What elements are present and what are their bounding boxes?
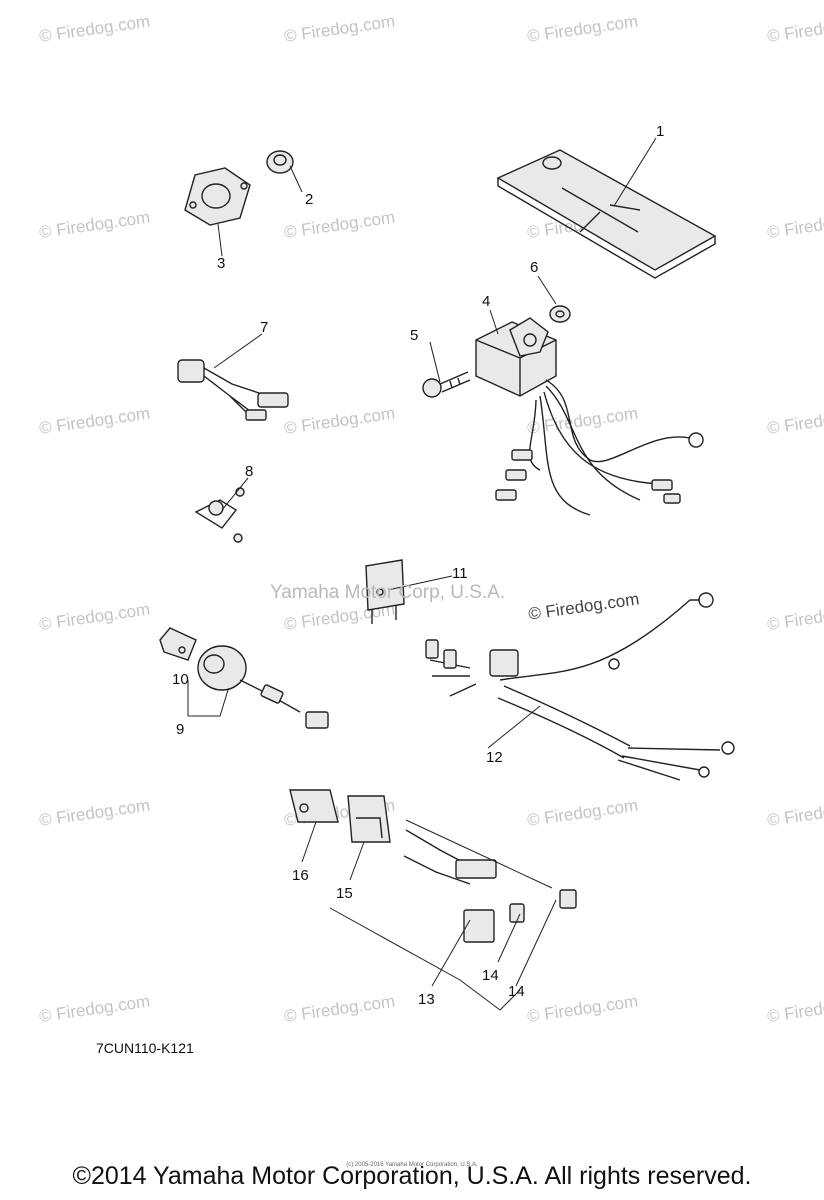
callout-6: 6 [530, 259, 538, 276]
part-13-wire-lead [403, 829, 497, 943]
callout-3: 3 [217, 255, 225, 272]
copyright-footer: ©2014 Yamaha Motor Corporation, U.S.A. A… [72, 1162, 752, 1190]
watermark: © Firedog.com [38, 796, 151, 830]
part-10-key [159, 627, 197, 661]
part-12-wire-harness [425, 592, 735, 781]
callout-12: 12 [486, 749, 503, 766]
part-6-nut [549, 305, 571, 323]
callout-1: 1 [656, 123, 664, 140]
watermark: © Firedog.com [283, 12, 396, 46]
callout-9: 9 [176, 721, 184, 738]
watermark: © Firedog.com [38, 208, 151, 242]
watermark: © Firedog.com [766, 12, 824, 46]
watermark: © Firedog.com [283, 404, 396, 438]
part-15-holder [347, 795, 391, 843]
callout-11: 11 [452, 565, 468, 582]
part-7-plug [177, 359, 289, 421]
leader-lines [187, 137, 657, 1011]
callout-13: 13 [418, 991, 435, 1008]
watermark: © Firedog.com [766, 208, 824, 242]
watermark: © Firedog.com [38, 600, 151, 634]
tiny-copyright: (c) 2005-2016 Yamaha Motor Corporation, … [346, 1162, 478, 1168]
callout-2: 2 [305, 191, 313, 208]
callout-16: 16 [292, 867, 309, 884]
callout-5: 5 [410, 327, 418, 344]
callout-14: 14 [482, 967, 499, 984]
callout-labels: 1 2 3 4 5 6 7 8 9 10 11 12 13 14 14 15 1… [172, 123, 664, 1008]
part-2-grommet [266, 150, 294, 174]
watermark: © Firedog.com [283, 992, 396, 1026]
part-1-pad [496, 149, 717, 279]
watermark: © Firedog.com [766, 796, 824, 830]
part-5-screw [422, 371, 471, 398]
watermark: © Firedog.com [766, 600, 824, 634]
watermark: © Firedog.com [766, 992, 824, 1026]
callout-10: 10 [172, 671, 189, 688]
watermark: © Firedog.com [526, 12, 639, 46]
callout-7: 7 [260, 319, 268, 336]
part-4-cdi-unit [475, 317, 704, 516]
part-8-clip [194, 487, 245, 543]
callout-8: 8 [245, 463, 253, 480]
watermark-grid: © Firedog.com © Firedog.com © Firedog.co… [38, 12, 824, 1026]
diagram-code: 7CUN110-K121 [96, 1040, 194, 1056]
part-11-relay [365, 559, 405, 624]
callout-15: 15 [336, 885, 353, 902]
watermark: © Firedog.com [283, 208, 396, 242]
part-3-gasket [184, 167, 251, 226]
watermark: © Firedog.com [766, 404, 824, 438]
callout-4: 4 [482, 293, 490, 310]
watermark: © Firedog.com [38, 404, 151, 438]
callout-14: 14 [508, 983, 525, 1000]
watermark: © Firedog.com [38, 12, 151, 46]
part-9-switch [197, 645, 329, 729]
watermark: © Firedog.com [526, 796, 639, 830]
watermark: © Firedog.com [38, 992, 151, 1026]
part-16-bracket [289, 789, 339, 823]
watermark: © Firedog.com [526, 992, 639, 1026]
yamaha-watermark: Yamaha Motor Corp, U.S.A. [270, 582, 506, 603]
part-14-terminal [509, 889, 577, 923]
